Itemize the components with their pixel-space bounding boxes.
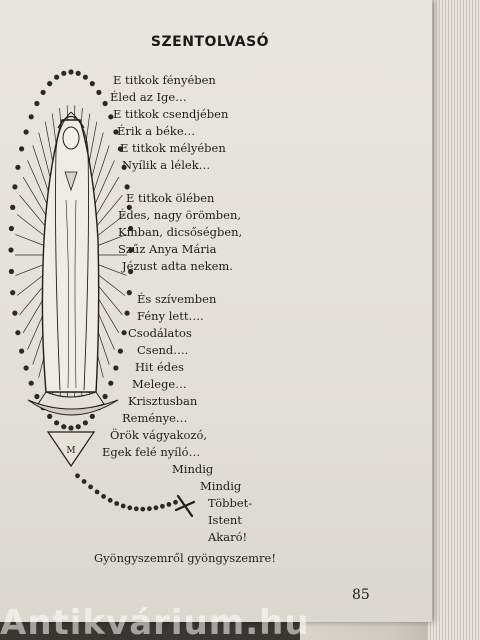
verse-line: Nyílik a lélek… — [122, 158, 211, 172]
verse-line: Érik a béke… — [117, 124, 196, 138]
verse-line: Krisztusban — [128, 394, 198, 408]
verse-line: Többet- — [208, 496, 253, 510]
verse-line: Reménye… — [122, 411, 188, 425]
verse-line: Jézust adta nekem. — [122, 259, 233, 273]
verse-line: Szűz Anya Mária — [118, 242, 217, 256]
verse-line: Örök vágyakozó, — [110, 428, 208, 442]
verse-line: E titkok csendjében — [113, 107, 229, 121]
verse-line: Egek felé nyíló… — [102, 445, 201, 459]
verse-line: Mindig — [172, 462, 214, 476]
verse-line: Hit édes — [135, 360, 184, 374]
verse-line: Istent — [208, 513, 242, 527]
verse-line: Kínban, dicsőségben, — [118, 225, 243, 239]
verse-line: Akaró! — [208, 530, 248, 544]
closing-line: Gyöngyszemről gyöngyszemre! — [94, 551, 276, 565]
medal-letter: M — [66, 446, 75, 456]
verse-line: És szívemben — [137, 292, 217, 306]
verse-line: Éled az Ige… — [110, 90, 187, 104]
verse-line: E titkok ölében — [126, 191, 215, 205]
verse-line: E titkok fényében — [113, 73, 216, 87]
madonna-rosary-illustration: M — [8, 69, 196, 518]
verse-line: Melege… — [132, 377, 187, 391]
watermark: Antikvárium.hu — [0, 606, 310, 640]
page-title: SZENTOLVASÓ — [150, 34, 270, 50]
verse-line: Csend…. — [137, 343, 189, 357]
verse-line: Csodálatos — [128, 326, 192, 340]
page-edge — [428, 0, 480, 640]
verse-line: Mindig — [200, 479, 242, 493]
verse-line: E titkok mélyében — [120, 141, 226, 155]
verse-line: Édes, nagy örömben, — [118, 208, 242, 222]
page-number: 85 — [352, 587, 370, 603]
crucifix — [174, 494, 196, 518]
verse-line: Fény lett…. — [137, 309, 204, 323]
